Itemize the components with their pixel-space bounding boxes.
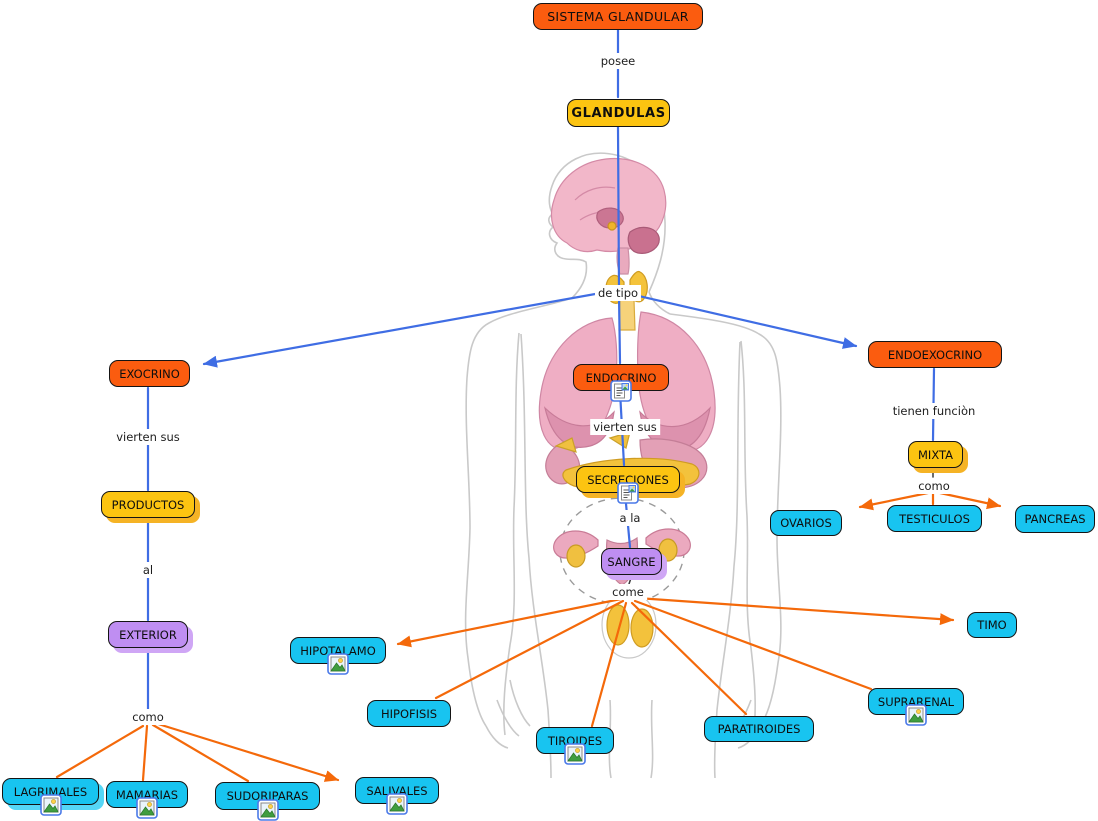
picture-resource-icon[interactable] [905, 704, 927, 726]
node-productos[interactable]: PRODUCTOS [101, 491, 195, 518]
node-exocrino[interactable]: EXOCRINO [109, 360, 190, 387]
link-label-al[interactable]: al [139, 562, 157, 578]
node-sangre[interactable]: SANGRE [601, 548, 662, 575]
node-hipotalamo[interactable]: HIPOTALAMO [290, 637, 386, 675]
node-paratiroides[interactable]: PARATIROIDES [704, 716, 814, 742]
node-hipofisis[interactable]: HIPOFISIS [367, 700, 451, 727]
node-secreciones[interactable]: SECRECIONES [576, 466, 680, 504]
document-resource-icon[interactable] [617, 482, 639, 504]
link-label-de-tipo[interactable]: de tipo [594, 285, 642, 301]
node-salivales[interactable]: SALIVALES [355, 777, 439, 815]
picture-resource-icon[interactable] [327, 653, 349, 675]
node-mamarias[interactable]: MAMARIAS [106, 781, 188, 819]
node-endoexocrino[interactable]: ENDOEXOCRINO [868, 341, 1002, 368]
node-glandulas[interactable]: GLANDULAS [567, 99, 670, 127]
node-lagrimales-label: LAGRIMALES [13, 784, 88, 799]
document-resource-icon[interactable] [610, 380, 632, 402]
node-lagrimales[interactable]: LAGRIMALES [2, 778, 99, 816]
node-suprarenal[interactable]: SUPRARENAL [868, 688, 964, 726]
node-mixta[interactable]: MIXTA [908, 441, 963, 468]
node-ovarios[interactable]: OVARIOS [770, 510, 842, 536]
link-label-como-2[interactable]: como [915, 478, 953, 494]
node-tiroides[interactable]: TIROIDES [536, 727, 614, 765]
link-label-a-la[interactable]: a la [616, 510, 644, 526]
node-exterior[interactable]: EXTERIOR [108, 621, 188, 648]
link-label-come[interactable]: come [609, 584, 647, 600]
node-sudoriparas[interactable]: SUDORIPARAS [215, 782, 320, 821]
picture-resource-icon[interactable] [136, 797, 158, 819]
node-pancreas[interactable]: PANCREAS [1015, 505, 1095, 533]
node-tiroides-label: TIROIDES [547, 733, 603, 748]
node-salivales-label: SALIVALES [366, 783, 428, 798]
node-testiculos[interactable]: TESTICULOS [887, 505, 982, 532]
link-label-tienen-funcion[interactable]: tienen funciòn [889, 403, 979, 419]
node-suprarenal-label: SUPRARENAL [877, 694, 955, 709]
picture-resource-icon[interactable] [386, 793, 408, 815]
link-label-como-1[interactable]: como [129, 709, 167, 725]
node-endocrino-label: ENDOCRINO [585, 370, 657, 385]
link-label-vierten-sus-1[interactable]: vierten sus [113, 429, 183, 445]
node-sudoriparas-label: SUDORIPARAS [226, 789, 309, 803]
picture-resource-icon[interactable] [564, 743, 586, 765]
node-sistema-glandular[interactable]: SISTEMA GLANDULAR [533, 3, 703, 30]
node-endocrino[interactable]: ENDOCRINO [573, 364, 669, 402]
node-hipotalamo-label: HIPOTALAMO [300, 643, 376, 658]
picture-resource-icon[interactable] [256, 799, 279, 821]
link-label-posee[interactable]: posee [597, 53, 639, 69]
picture-resource-icon[interactable] [39, 794, 62, 816]
connector-lines [55, 28, 1002, 783]
node-mamarias-label: MAMARIAS [115, 787, 179, 802]
link-label-vierten-sus-2[interactable]: vierten sus [590, 419, 660, 435]
node-secreciones-label: SECRECIONES [587, 472, 669, 487]
node-timo[interactable]: TIMO [967, 612, 1017, 638]
